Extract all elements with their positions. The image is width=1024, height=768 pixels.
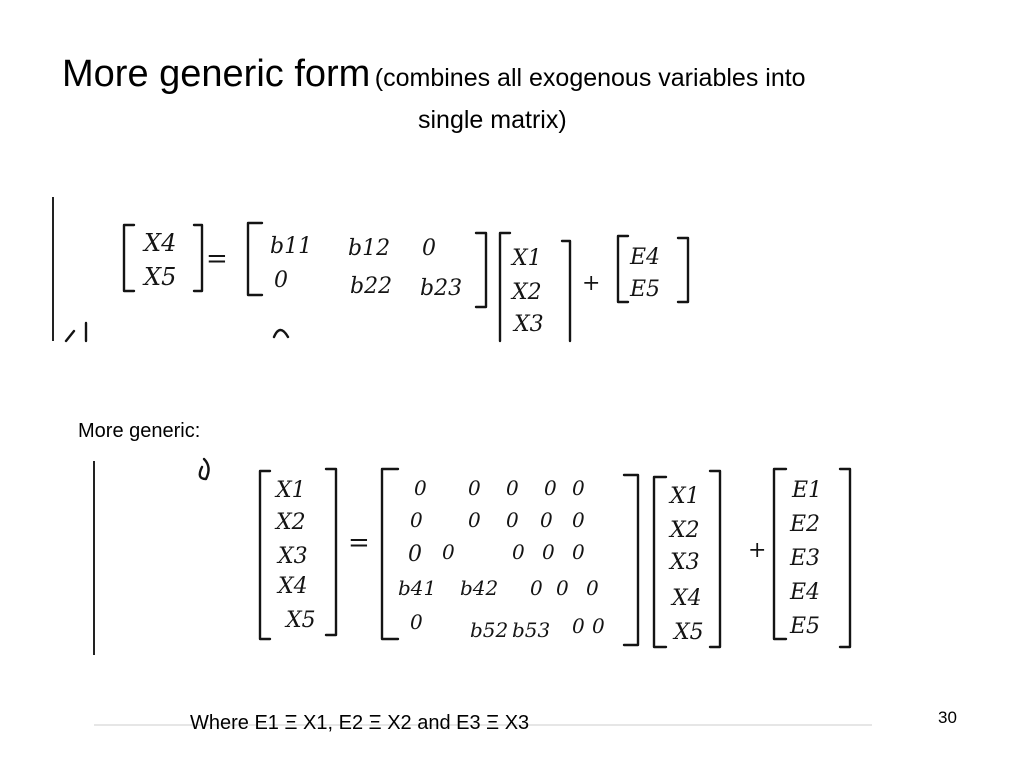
eq2-coef-3-4: 0 xyxy=(586,576,599,600)
eq2-lhs-4: X5 xyxy=(284,608,316,633)
handwritten-equation-1: X4 X5 = b11 b12 0 0 b22 b23 X1 X2 X3 xyxy=(52,195,572,343)
eq1-lhs-1: X5 xyxy=(142,263,176,291)
eq2-coef-0-3: 0 xyxy=(544,476,557,500)
eq2-lhs-2: X3 xyxy=(276,544,308,569)
eq2-coef-2-2: 0 xyxy=(512,540,525,564)
eq2-coef-1-3: 0 xyxy=(540,508,553,532)
eq2-vec-3: X4 xyxy=(670,586,702,611)
eq2-coef-1-2: 0 xyxy=(506,508,519,532)
eq2-coef-4-0: 0 xyxy=(410,610,423,634)
eq1-plus: + xyxy=(582,271,600,296)
eq2-err-1: E2 xyxy=(789,512,820,537)
eq1-vec-2: X3 xyxy=(512,312,544,337)
title-subtitle: (combines all exogenous variables into xyxy=(374,64,806,92)
eq2-lhs-1: X2 xyxy=(274,510,306,535)
footnote: Where E1 Ξ X1, E2 Ξ X2 and E3 Ξ X3 xyxy=(190,712,530,734)
eq1-lhs-0: X4 xyxy=(142,229,176,257)
svg-text:=: = xyxy=(348,528,370,558)
page-number: 30 xyxy=(938,708,957,727)
eq2-coef-3-0: b41 xyxy=(398,576,436,600)
eq1-coef-0-0: b11 xyxy=(270,234,312,259)
eq2-coef-1-4: 0 xyxy=(572,508,585,532)
title-main: More generic form xyxy=(62,53,371,95)
eq2-coef-0-2: 0 xyxy=(506,476,519,500)
eq1-coef-1-0: 0 xyxy=(274,268,288,293)
eq1-error-vector: + E4 E5 xyxy=(582,234,690,304)
eq2-coef-4-2: b53 xyxy=(512,618,550,642)
eq2-coef-3-2: 0 xyxy=(530,576,543,600)
eq1-coef-1-2: b23 xyxy=(420,276,462,301)
eq1-vec-1: X2 xyxy=(510,280,542,305)
eq2-vec-2: X3 xyxy=(668,550,700,575)
eq2-vec-1: X2 xyxy=(668,518,700,543)
eq2-err-4: E5 xyxy=(789,614,820,639)
eq1-coef-0-2: 0 xyxy=(422,236,436,261)
eq2-lhs-0: X1 xyxy=(274,478,306,503)
eq2-coef-3-1: b42 xyxy=(460,576,498,600)
eq2-coef-0-0: 0 xyxy=(414,476,427,500)
eq2-coef-4-1: b52 xyxy=(470,618,508,642)
eq2-coef-matrix: 0 0 0 0 0 0 0 0 0 0 0 0 0 0 0 b41 b42 0 … xyxy=(398,476,605,642)
eq1-coef-1-1: b22 xyxy=(350,274,392,299)
eq2-plus: + xyxy=(748,538,766,563)
eq1-coef-0-1: b12 xyxy=(348,236,390,261)
eq2-err-2: E3 xyxy=(789,546,820,571)
svg-text:=: = xyxy=(206,244,228,274)
slide-title: More generic form (combines all exogenou… xyxy=(62,52,962,97)
eq2-err-0: E1 xyxy=(791,478,822,503)
eq1-err-0: E4 xyxy=(629,245,660,270)
eq2-coef-2-3: 0 xyxy=(542,540,555,564)
eq2-err-3: E4 xyxy=(789,580,820,605)
eq2-vec-0: X1 xyxy=(668,484,700,509)
eq2-coef-1-0: 0 xyxy=(410,508,423,532)
eq2-lhs-3: X4 xyxy=(276,574,308,599)
eq1-err-1: E5 xyxy=(629,277,660,302)
eq2-coef-0-1: 0 xyxy=(468,476,481,500)
eq2-coef-2-0: 0 xyxy=(408,542,422,567)
eq1-vec-0: X1 xyxy=(510,246,542,271)
eq2-vec-4: X5 xyxy=(672,620,704,645)
eq2-coef-2-1: 0 xyxy=(442,540,455,564)
eq2-coef-4-4: 0 xyxy=(592,614,605,638)
eq2-coef-3-3: 0 xyxy=(556,576,569,600)
title-subtitle-line2: single matrix) xyxy=(418,106,567,134)
handwritten-equation-2: X1 X2 X3 X4 X5 = 0 0 0 0 0 0 0 0 0 0 0 0 xyxy=(92,455,872,727)
eq2-coef-2-4: 0 xyxy=(572,540,585,564)
eq2-coef-0-4: 0 xyxy=(572,476,585,500)
eq2-coef-4-3: 0 xyxy=(572,614,585,638)
eq2-coef-1-1: 0 xyxy=(468,508,481,532)
more-generic-label: More generic: xyxy=(78,420,201,442)
